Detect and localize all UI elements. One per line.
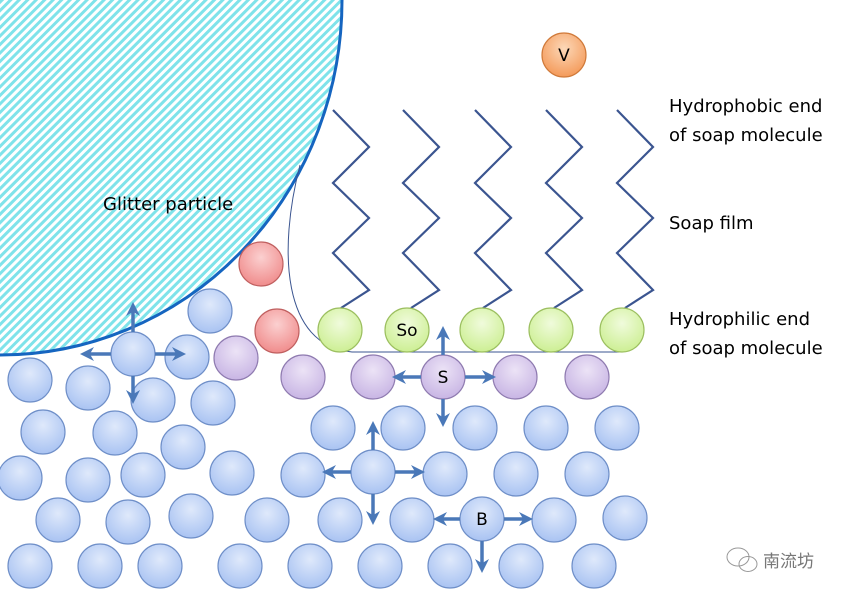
water-molecule <box>7 543 53 589</box>
soap-tail-zigzag <box>331 109 371 309</box>
water-molecule <box>380 405 426 451</box>
water-molecule <box>130 377 176 423</box>
soap-tail-zigzag <box>544 109 584 309</box>
water-molecule <box>137 543 183 589</box>
water-molecule <box>168 493 214 539</box>
water-molecule <box>594 405 640 451</box>
water-molecule <box>65 457 111 503</box>
soap-head <box>528 307 574 353</box>
soap-tail-zigzag <box>401 109 441 309</box>
water-molecule <box>498 543 544 589</box>
water-molecule <box>92 410 138 456</box>
water-molecule <box>190 380 236 426</box>
water-molecule <box>317 497 363 543</box>
water-molecule <box>164 334 210 380</box>
soap-head <box>384 307 430 353</box>
hydrophobic-tails <box>331 109 655 309</box>
water-molecule <box>493 451 539 497</box>
water-molecule <box>110 331 156 377</box>
water-molecule <box>65 365 111 411</box>
water-molecule <box>105 499 151 545</box>
water-molecule <box>350 449 396 495</box>
soap-tail-zigzag <box>473 109 513 309</box>
water-molecule <box>217 543 263 589</box>
watermark-text: 南流坊 <box>763 552 814 572</box>
water-molecule <box>187 288 233 334</box>
force-arrows <box>80 302 533 573</box>
water-molecule <box>357 543 403 589</box>
glitter-label: Glitter particle <box>103 194 233 215</box>
wechat-icon <box>726 547 758 572</box>
water-molecule <box>20 409 66 455</box>
water-molecule <box>422 451 468 497</box>
surface-water-molecule <box>564 354 610 400</box>
water-molecule <box>602 495 648 541</box>
soap-tail-zigzag <box>615 109 655 309</box>
surface-water-molecule <box>350 354 396 400</box>
water-molecule <box>389 497 435 543</box>
bulk-label: B <box>476 510 488 530</box>
surface-water-molecule <box>492 354 538 400</box>
vapor-molecule <box>541 32 587 78</box>
soap-film-label: Soap film <box>669 213 754 234</box>
water-molecule <box>452 405 498 451</box>
hydrophobic-label-line1: Hydrophobic end <box>669 96 822 117</box>
vapor-label: V <box>558 46 570 66</box>
water-molecule <box>77 543 123 589</box>
hydrophilic-label-line1: Hydrophilic end <box>669 309 810 330</box>
water-molecule <box>287 543 333 589</box>
water-molecule <box>160 424 206 470</box>
water-molecule <box>120 452 166 498</box>
water-molecule <box>280 452 326 498</box>
contact-molecule <box>238 241 284 287</box>
hydrophobic-label-line2: of soap molecule <box>669 125 823 146</box>
soap-head <box>459 307 505 353</box>
water-molecule <box>571 543 617 589</box>
water-molecule <box>7 357 53 403</box>
soap-head <box>599 307 645 353</box>
water-molecule <box>0 455 43 501</box>
surface-label: S <box>438 368 449 388</box>
water-molecule <box>564 451 610 497</box>
soap-head <box>317 307 363 353</box>
water-molecule <box>531 497 577 543</box>
water-molecule <box>523 405 569 451</box>
contact-molecule <box>254 308 300 354</box>
soap-label: So <box>396 321 417 341</box>
surface-water-molecule <box>280 354 326 400</box>
surface-water-molecule <box>213 335 259 381</box>
water-molecule <box>244 497 290 543</box>
water-molecule <box>427 543 473 589</box>
water-molecule <box>209 450 255 496</box>
hydrophilic-label-line2: of soap molecule <box>669 338 823 359</box>
water-molecule <box>35 497 81 543</box>
water-molecule <box>310 405 356 451</box>
glitter-particle <box>0 0 344 357</box>
watermark: 南流坊 <box>726 547 814 572</box>
